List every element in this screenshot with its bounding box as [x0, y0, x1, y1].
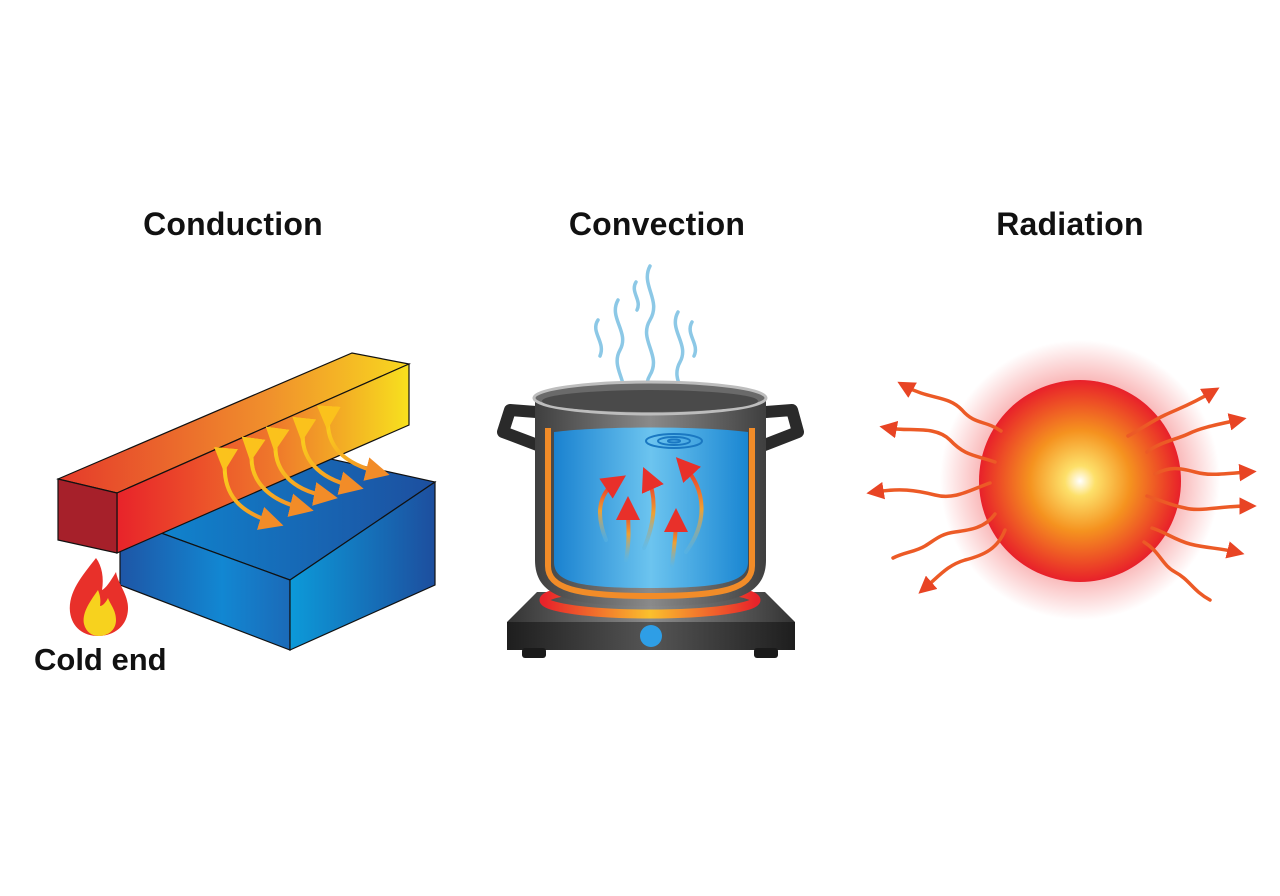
conduction-title: Conduction	[143, 206, 323, 242]
convection-arrows	[598, 457, 704, 568]
hot-sphere	[979, 380, 1181, 582]
flame-icon	[69, 558, 128, 636]
radiation-title: Radiation	[996, 206, 1144, 242]
convection-title: Convection	[568, 206, 746, 242]
conduction-illustration	[56, 352, 437, 651]
stove-knob	[640, 625, 662, 647]
convection-illustration	[497, 264, 804, 658]
pot-handles	[497, 404, 804, 452]
radiation-illustration	[866, 340, 1257, 620]
heat-flow-arrows	[214, 405, 390, 530]
radiation-waves	[866, 381, 1257, 602]
cooking-pot	[532, 380, 768, 606]
water-ripple	[645, 433, 703, 449]
cold-end-label: Cold end	[34, 642, 167, 677]
